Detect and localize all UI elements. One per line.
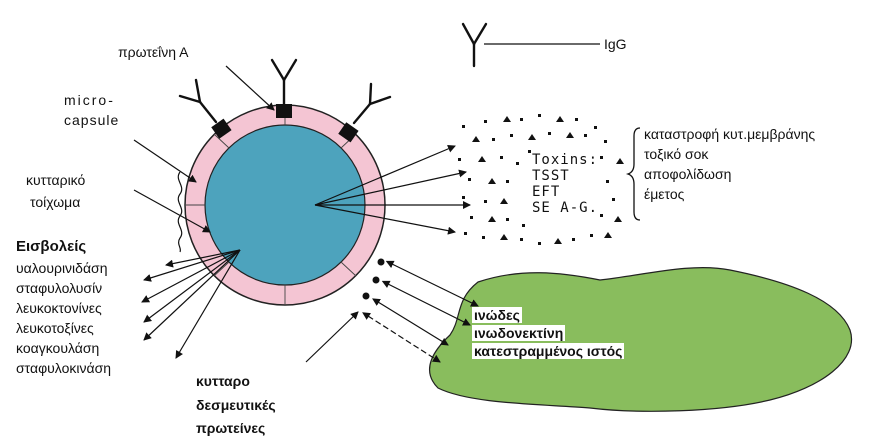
toxins-title: Toxins: (532, 152, 598, 168)
invasin-item: λευκοκτονίνες (16, 298, 111, 318)
toxin-item: SE A-G. (532, 200, 598, 216)
toxins-block: Toxins: TSST EFT SE A-G. (532, 152, 598, 216)
igg-symbol (463, 24, 486, 66)
protein-a-label: πρωτεΐνη Α (118, 44, 188, 61)
invasins-title: Εισβολείς (16, 238, 86, 255)
microcapsule-label-line2: capsule (64, 112, 119, 129)
tissue-damage-item: κατεστραμμένος ιστός (472, 343, 624, 359)
binding-proteins-label-line3: πρωτείνες (196, 420, 265, 437)
protein-a-pointer (226, 66, 274, 110)
igg-label: IgG (604, 36, 627, 53)
invasin-item: κοαγκουλάση (16, 338, 111, 358)
cell-wall-label-line1: κυτταρικό (26, 172, 85, 189)
tissue-damage-item: ινώδες (472, 307, 522, 323)
binding-proteins-label-line1: κυτταρο (196, 373, 250, 390)
microcapsule-pointer (134, 140, 196, 182)
toxin-effect-item: τοξικό σοκ (644, 144, 815, 164)
toxin-item: EFT (532, 184, 598, 200)
binding-proteins-label-line2: δεσμευτικές (196, 397, 276, 414)
invasin-item: σταφυλοκινάση (16, 358, 111, 378)
cell-wall-label-line2: τοίχωμα (30, 194, 80, 211)
toxin-effects-list: καταστροφή κυτ.μεμβράνης τοξικό σοκ απoφ… (644, 124, 815, 204)
cell-wall-wave (178, 172, 181, 252)
toxin-effect-item: καταστροφή κυτ.μεμβράνης (644, 124, 815, 144)
binding-protein-pointer (306, 312, 358, 362)
invasin-item: υαλουρινιδάση (16, 258, 111, 278)
toxin-item: TSST (532, 168, 598, 184)
invasin-item: λευκοτοξίνες (16, 318, 111, 338)
invasins-list: υαλουρινιδάση σταφυλολυσίν λευκοκτονίνες… (16, 258, 111, 378)
tissue-damage-list: ινώδες ινωδονεκτίνη κατεστραμμένος ιστός (472, 306, 624, 360)
microcapsule-label-line1: micro- (64, 92, 115, 109)
toxin-effect-item: έμετος (644, 184, 815, 204)
toxin-effect-item: απoφολίδωση (644, 164, 815, 184)
invasin-item: σταφυλολυσίν (16, 278, 111, 298)
effects-brace (628, 128, 640, 220)
tissue-damage-item: ινωδονεκτίνη (472, 325, 565, 341)
